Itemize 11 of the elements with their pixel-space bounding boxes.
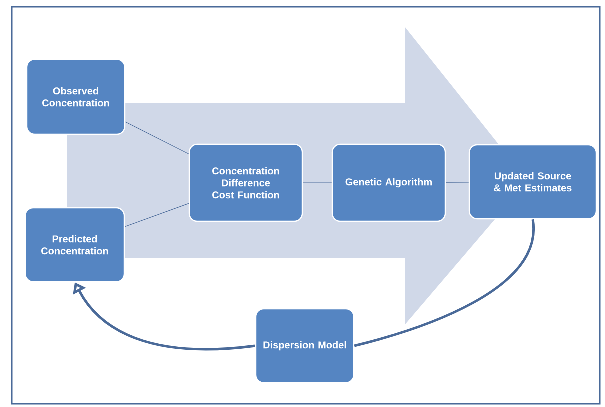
connector <box>446 182 470 183</box>
process-box: Concentration Difference Cost Function <box>188 144 304 222</box>
connector <box>354 220 534 348</box>
process-box: Observed Concentration <box>26 58 126 136</box>
process-box: Dispersion Model <box>255 308 355 384</box>
connector <box>124 203 190 228</box>
process-box: Updated Source & Met Estimates <box>468 144 598 220</box>
process-box: Genetic Algorithm <box>332 144 446 222</box>
connector <box>302 182 332 184</box>
process-box: Predicted Concentration <box>24 207 126 283</box>
connector <box>125 122 190 154</box>
